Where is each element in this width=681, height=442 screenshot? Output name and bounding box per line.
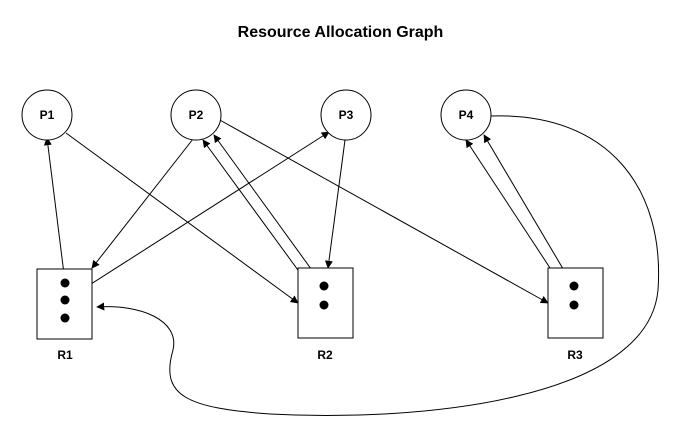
edge-p2-r3 bbox=[217, 118, 549, 304]
resource-instance-dot bbox=[60, 313, 70, 323]
process-node-p2: P2 bbox=[170, 89, 222, 141]
process-node-p4: P4 bbox=[440, 89, 492, 141]
process-label: P1 bbox=[40, 108, 55, 122]
resource-node-r1: R1 bbox=[36, 268, 93, 362]
resource-label: R1 bbox=[57, 348, 73, 362]
process-label: P3 bbox=[339, 108, 354, 122]
edge-p4-r1 bbox=[96, 115, 660, 416]
resource-instance-dot bbox=[60, 295, 70, 305]
edge-p2-r1 bbox=[91, 138, 194, 269]
edges bbox=[43, 115, 660, 416]
resource-instance-dot bbox=[319, 281, 329, 291]
resource-label: R2 bbox=[317, 348, 333, 362]
edge-p3-r2 bbox=[324, 139, 346, 269]
edge-r3-p4-a bbox=[483, 134, 573, 285]
resource-node-r2: R2 bbox=[297, 267, 354, 362]
resource-instance-dot bbox=[319, 300, 329, 310]
resource-label: R3 bbox=[567, 348, 583, 362]
resource-instance-dot bbox=[60, 278, 70, 288]
resource-instance-dot bbox=[569, 300, 579, 310]
process-label: P4 bbox=[459, 108, 474, 122]
diagram-title: Resource Allocation Graph bbox=[237, 24, 444, 41]
edge-p1-r2 bbox=[65, 132, 299, 304]
edge-r1-p1 bbox=[43, 137, 66, 283]
process-node-p3: P3 bbox=[320, 89, 372, 141]
edge-r1-p3 bbox=[65, 131, 330, 301]
process-label: P2 bbox=[189, 108, 204, 122]
process-node-p1: P1 bbox=[21, 89, 73, 141]
edge-r2-p2-a bbox=[213, 134, 323, 285]
resource-instance-dot bbox=[569, 281, 579, 291]
resource-node-r3: R3 bbox=[547, 267, 604, 362]
